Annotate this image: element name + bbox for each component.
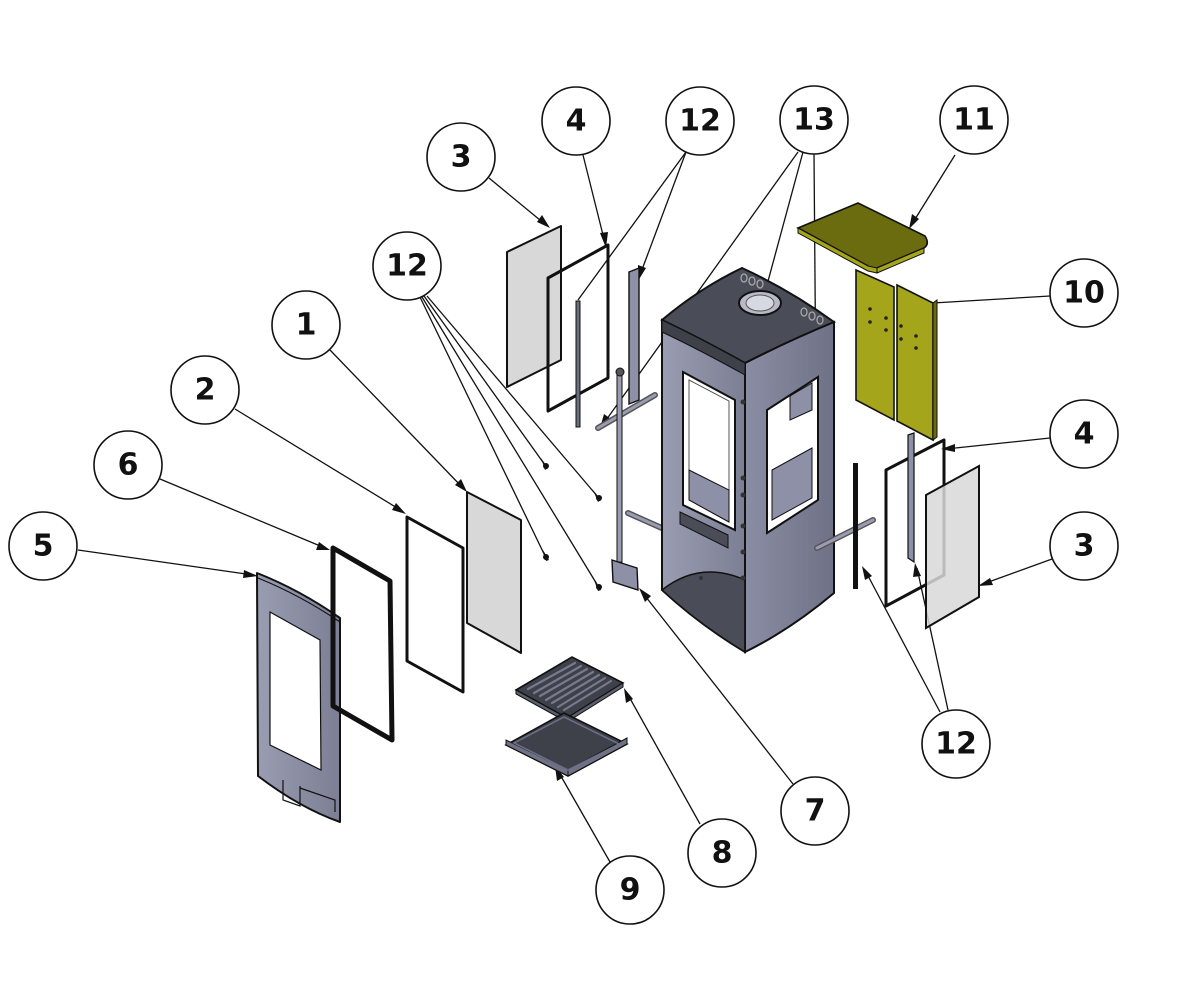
arrowhead-8: [624, 688, 633, 703]
leader-4b: [945, 437, 1051, 450]
part-12-strip-right-near[interactable]: [907, 432, 915, 564]
leader-11: [911, 154, 956, 225]
callout-12-top: 12: [665, 86, 735, 156]
callout-11-label: 11: [953, 103, 995, 138]
callout-12-left-label: 12: [386, 249, 428, 284]
leader-3b: [982, 558, 1053, 585]
leader-7: [641, 591, 794, 785]
leader-12a-2: [639, 151, 687, 276]
bolt-2[interactable]: [593, 490, 602, 502]
callout-4-right-label: 4: [1074, 417, 1095, 452]
callout-7: 7: [780, 776, 850, 846]
callout-8: 8: [687, 818, 757, 888]
callout-5: 5: [8, 511, 78, 581]
leader-2: [234, 408, 403, 512]
part-10-back-bricks[interactable]: [855, 268, 938, 442]
stove-body[interactable]: [660, 266, 837, 654]
callout-12-top-label: 12: [679, 104, 721, 139]
part-1-door-glass[interactable]: [466, 491, 522, 654]
leader-1: [329, 349, 463, 488]
callout-6-label: 6: [118, 448, 139, 483]
arrowhead-2: [392, 503, 406, 514]
arrowhead-3b: [978, 578, 993, 586]
bolt-3[interactable]: [543, 550, 549, 561]
arrowhead-11: [909, 214, 919, 229]
callout-3-right: 3: [1049, 511, 1119, 581]
arrowhead-5: [243, 570, 258, 578]
part-3-side-glass-left[interactable]: [506, 225, 562, 388]
callout-9: 9: [595, 855, 665, 925]
arrowhead-12c-1: [862, 566, 872, 580]
part-11-baffle-plate[interactable]: [796, 202, 929, 274]
part-12-strip-top-left[interactable]: [575, 300, 581, 428]
leader-10: [932, 295, 1051, 304]
callout-3-right-label: 3: [1074, 529, 1095, 564]
callout-4-top: 4: [541, 86, 611, 156]
arrowhead-6: [316, 542, 330, 550]
part-12-strip-top-right[interactable]: [628, 266, 640, 406]
leader-12b-3: [419, 296, 547, 559]
callout-5-label: 5: [33, 529, 54, 564]
leader-12a-1: [577, 151, 687, 301]
part-8-grate[interactable]: [514, 656, 625, 723]
callout-12-bottom: 12: [921, 709, 991, 779]
part-13-rod-top[interactable]: [595, 392, 658, 431]
arrowhead-4b: [941, 444, 955, 452]
part-2-glass-gasket[interactable]: [405, 515, 465, 694]
arrowhead-7: [639, 588, 651, 602]
callout-2: 2: [170, 355, 240, 425]
callout-1-label: 1: [296, 308, 317, 343]
leader-4a: [582, 154, 606, 244]
part-13-rod-right[interactable]: [814, 517, 876, 551]
arrowhead-4a: [600, 232, 608, 248]
part-3-side-glass-right[interactable]: [925, 464, 980, 630]
callout-13: 13: [779, 85, 849, 155]
leader-3a: [488, 177, 547, 226]
bolt-4[interactable]: [594, 580, 602, 591]
leader-12c-1: [865, 571, 941, 713]
callout-3-top: 3: [426, 122, 496, 192]
arrowhead-1: [455, 479, 467, 492]
leader-6: [159, 478, 326, 549]
part-12-strip-right-far[interactable]: [853, 463, 858, 589]
leader-12c-2: [916, 567, 949, 711]
callout-4-right: 4: [1049, 399, 1119, 469]
callout-13-label: 13: [793, 103, 835, 138]
arrowhead-12c-2: [913, 563, 921, 577]
callout-10: 10: [1049, 258, 1119, 328]
arrowhead-12a: [638, 265, 646, 281]
callout-8-label: 8: [712, 836, 733, 871]
callout-6: 6: [93, 430, 163, 500]
callout-2-label: 2: [195, 373, 216, 408]
callout-10-label: 10: [1063, 276, 1105, 311]
part-5-door-frame[interactable]: [256, 572, 341, 823]
callout-12-left: 12: [372, 231, 442, 301]
callout-11: 11: [939, 85, 1009, 155]
callout-12-bottom-label: 12: [935, 727, 977, 762]
part-12-bolts[interactable]: [541, 458, 602, 591]
part-9-ash-pan[interactable]: [504, 712, 629, 777]
leader-9: [557, 770, 611, 863]
part-6-door-gasket[interactable]: [330, 545, 395, 743]
leader-12b-2: [426, 295, 599, 498]
callout-9-label: 9: [620, 873, 641, 908]
part-7-door-handle-latch[interactable]: [611, 559, 639, 591]
callout-3-top-label: 3: [451, 140, 472, 175]
leader-12b-4: [421, 296, 599, 587]
callout-4-top-label: 4: [566, 104, 587, 139]
leader-12b-1: [423, 295, 546, 466]
arrowhead-3a: [537, 215, 550, 228]
part-4-side-gasket-left[interactable]: [546, 243, 610, 413]
callout-7-label: 7: [805, 794, 826, 829]
bolt-1[interactable]: [541, 458, 549, 470]
leader-8: [626, 692, 701, 825]
leader-5: [77, 549, 254, 576]
callout-1: 1: [271, 290, 341, 360]
